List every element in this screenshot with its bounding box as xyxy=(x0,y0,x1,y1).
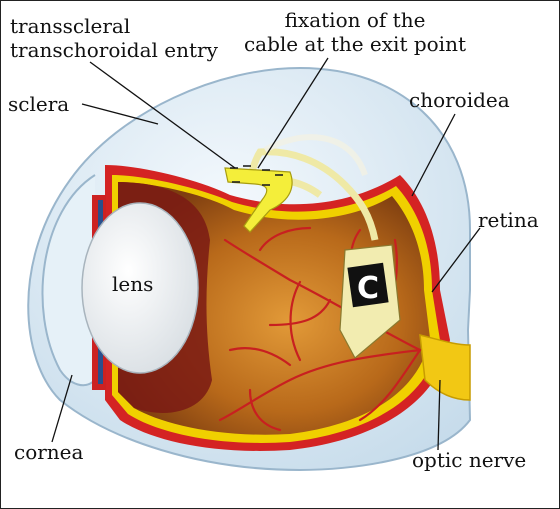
label-fixation-line2: cable at the exit point xyxy=(243,32,466,56)
label-retina: retina xyxy=(478,208,539,232)
label-transchoroidal-entry: transchoroidal entry xyxy=(10,38,218,62)
implant-chip xyxy=(347,262,389,308)
label-optic-nerve: optic nerve xyxy=(412,448,527,472)
lens-shape xyxy=(81,202,199,374)
label-fixation-line1: fixation of the xyxy=(284,8,426,32)
fixation-band xyxy=(224,167,293,233)
iris-bottom-blue xyxy=(98,332,103,384)
cornea-shape xyxy=(41,174,96,387)
label-cornea: cornea xyxy=(14,440,84,464)
optic-nerve-shape xyxy=(419,334,471,401)
leader-lines xyxy=(51,57,481,451)
implant-c-mark: C xyxy=(357,271,379,306)
label-lens: lens xyxy=(112,272,154,296)
label-sclera: sclera xyxy=(8,92,70,116)
cable-outer-loop xyxy=(263,134,368,177)
label-choroidea: choroidea xyxy=(409,88,510,112)
label-transscleral: transscleral xyxy=(10,14,131,38)
